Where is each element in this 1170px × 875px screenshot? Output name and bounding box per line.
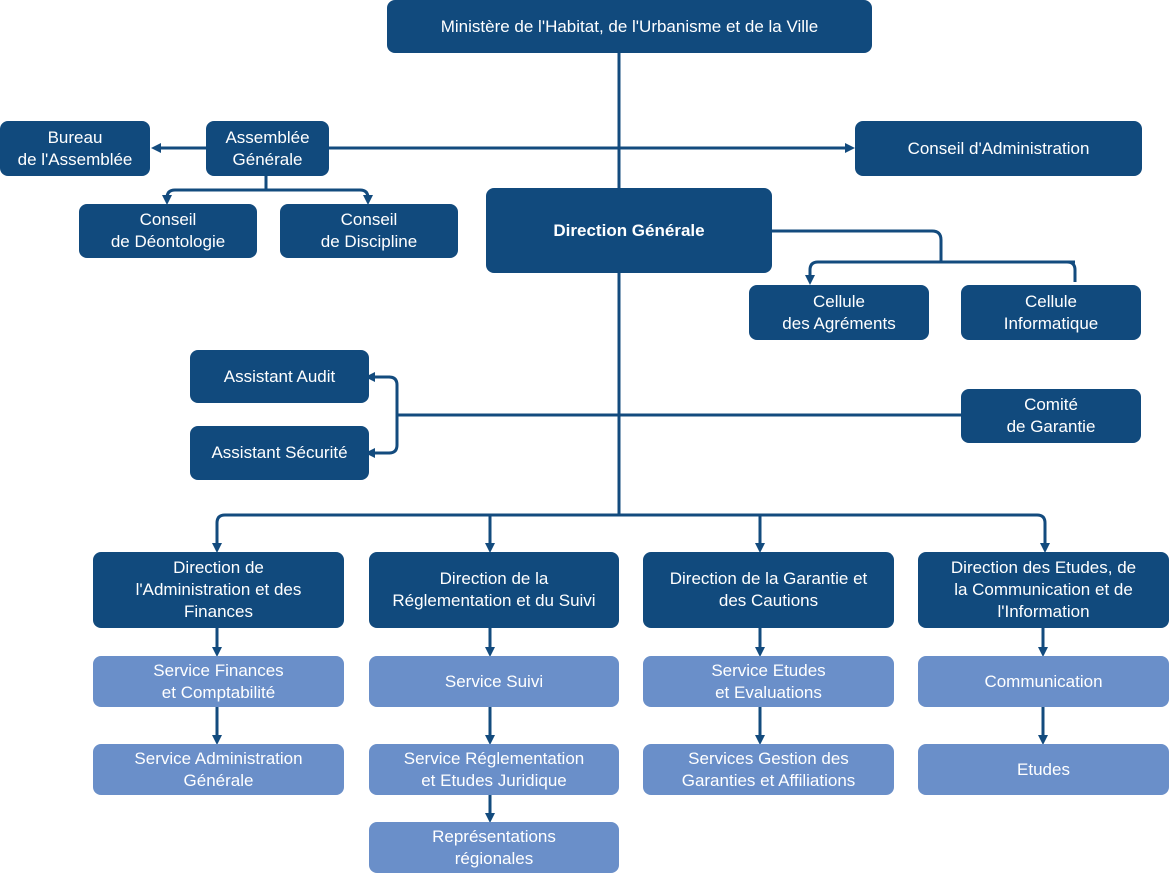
node-communication: Communication xyxy=(918,656,1169,707)
node-bureau-assemblee: Bureau de l'Assemblée xyxy=(0,121,150,176)
node-svc-reglementation: Service Réglementation et Etudes Juridiq… xyxy=(369,744,619,795)
node-cellule-informatique: Cellule Informatique xyxy=(961,285,1141,340)
node-ministere: Ministère de l'Habitat, de l'Urbanisme e… xyxy=(387,0,872,53)
node-svc-etudes-evaluations: Service Etudes et Evaluations xyxy=(643,656,894,707)
node-svc-finances: Service Finances et Comptabilité xyxy=(93,656,344,707)
connector-to-informatique xyxy=(1066,260,1077,282)
node-conseil-administration: Conseil d'Administration xyxy=(855,121,1142,176)
connector-to-agrements xyxy=(805,260,1075,285)
node-assistant-securite: Assistant Sécurité xyxy=(190,426,369,480)
connector-to-dir-etudes xyxy=(1036,513,1050,553)
node-direction-generale: Direction Générale xyxy=(486,188,772,273)
node-dir-admin-finances: Direction de l'Administration et des Fin… xyxy=(93,552,344,628)
connector-dg-cellules xyxy=(772,229,943,262)
node-dir-etudes: Direction des Etudes, de la Communicatio… xyxy=(918,552,1169,628)
node-svc-suivi: Service Suivi xyxy=(369,656,619,707)
connector-to-discipline xyxy=(266,188,373,205)
node-etudes: Etudes xyxy=(918,744,1169,795)
node-conseil-discipline: Conseil de Discipline xyxy=(280,204,458,258)
connector-to-dir-admin xyxy=(212,513,226,553)
node-assemblee-generale: Assemblée Générale xyxy=(206,121,329,176)
node-svc-gestion-garanties: Services Gestion des Garanties et Affili… xyxy=(643,744,894,795)
node-comite-garantie: Comité de Garantie xyxy=(961,389,1141,443)
node-conseil-deontologie: Conseil de Déontologie xyxy=(79,204,257,258)
node-assistant-audit: Assistant Audit xyxy=(190,350,369,403)
connector-to-deontologie xyxy=(162,188,266,205)
connector-to-audit xyxy=(388,375,399,455)
node-dir-garantie: Direction de la Garantie et des Cautions xyxy=(643,552,894,628)
node-representations-regionales: Représentations régionales xyxy=(369,822,619,873)
node-svc-admin-generale: Service Administration Générale xyxy=(93,744,344,795)
node-dir-reglementation: Direction de la Réglementation et du Sui… xyxy=(369,552,619,628)
node-cellule-agrements: Cellule des Agréments xyxy=(749,285,929,340)
